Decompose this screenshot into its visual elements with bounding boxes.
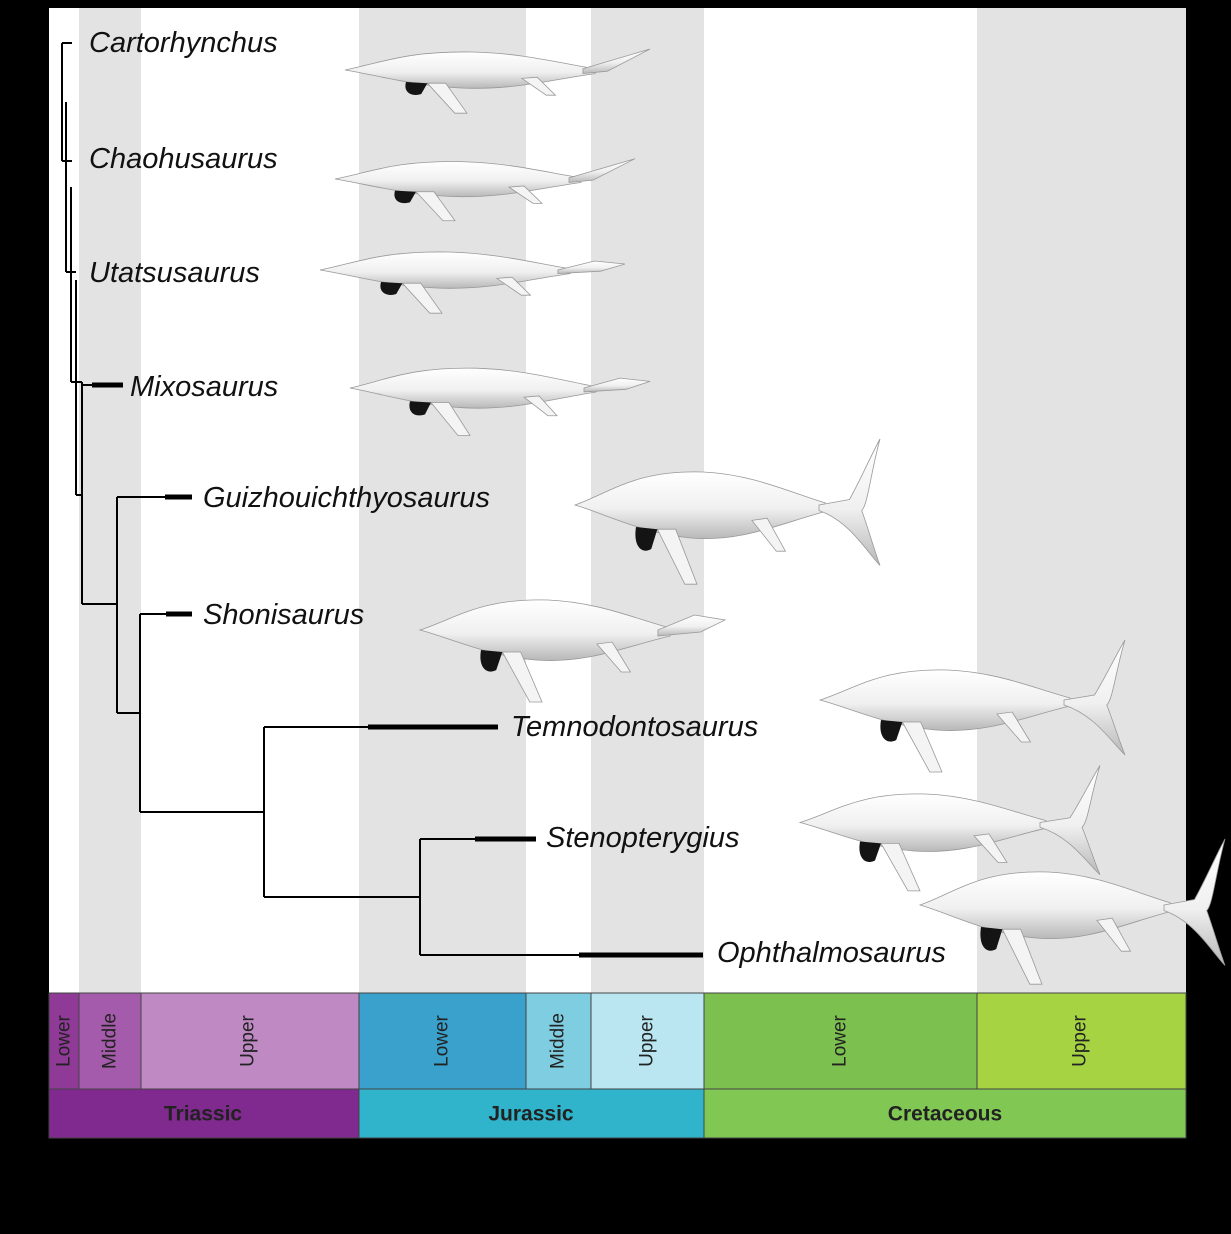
stage-label-jurassic-middle: Middle: [549, 1013, 568, 1069]
stage-label-cretaceous-lower: Lower: [831, 1015, 850, 1067]
period-label-triassic: Triassic: [164, 1104, 242, 1125]
stage-label-triassic-lower: Lower: [55, 1015, 74, 1067]
stage-label-triassic-upper: Upper: [239, 1015, 258, 1067]
taxon-label-stenopterygius: Stenopterygius: [546, 824, 739, 853]
taxon-label-shonisaurus: Shonisaurus: [203, 601, 364, 630]
period-label-jurassic: Jurassic: [488, 1104, 573, 1125]
taxon-label-cartorhynchus: Cartorhynchus: [89, 29, 278, 58]
stage-label-jurassic-upper: Upper: [638, 1015, 657, 1067]
taxon-label-temnodontosaurus: Temnodontosaurus: [511, 713, 758, 742]
period-label-cretaceous: Cretaceous: [888, 1104, 1002, 1125]
stage-label-triassic-middle: Middle: [101, 1013, 120, 1069]
stage-label-cretaceous-upper: Upper: [1071, 1015, 1090, 1067]
taxon-label-ophthalmosaurus: Ophthalmosaurus: [717, 939, 946, 968]
taxon-label-mixosaurus: Mixosaurus: [130, 373, 278, 402]
taxon-label-utatsusaurus: Utatsusaurus: [89, 259, 260, 288]
taxon-label-chaohusaurus: Chaohusaurus: [89, 145, 278, 174]
stage-label-jurassic-lower: Lower: [433, 1015, 452, 1067]
taxon-label-guizhouichthyosaurus: Guizhouichthyosaurus: [203, 484, 490, 513]
